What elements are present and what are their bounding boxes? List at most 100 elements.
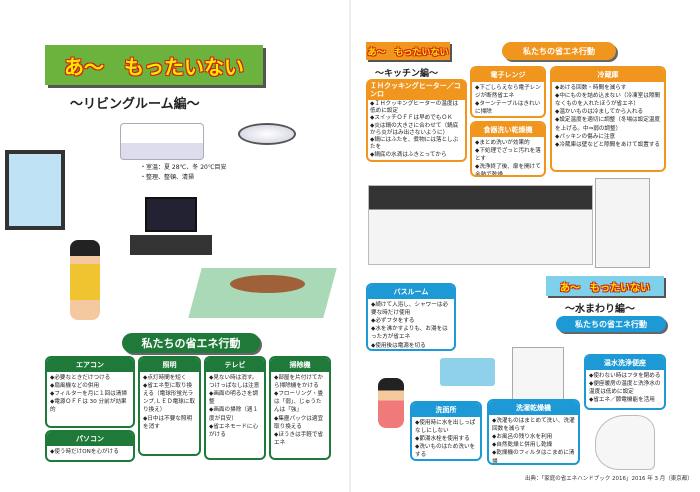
- water-banner: あ～ もったいない: [546, 276, 664, 296]
- water-action-title: 私たちの省エネ行動: [556, 316, 666, 332]
- tip: 炎は鍋の大きさに合わせて（鍋底から炎がはみ出さないように）: [370, 123, 463, 138]
- page-fold: [349, 0, 351, 492]
- kitchen-banner: あ～ もったいない: [366, 42, 450, 60]
- card-vacuum: 掃除機部屋を片付けてから掃除機をかけるフローリング・畳は「弱」、じゅうたんは「強…: [269, 356, 331, 460]
- living-notes: ・室温：夏 28℃、冬 20℃目安 ・整理、整頓、清掃: [140, 163, 227, 182]
- ceiling-light-illustration: [238, 123, 296, 145]
- citation: 出典：「家庭の省エネハンドブック 2016」2016 年 3 月（東京都）: [525, 476, 693, 482]
- bathtub-illustration: [440, 358, 495, 386]
- card-washer-dryer: 洗濯乾燥機洗濯ものはまとめて洗い、洗濯回数を減らすお風呂の残り水を利用自然乾燥と…: [487, 399, 580, 465]
- woman-vacuuming-illustration: [70, 240, 100, 320]
- card-refrigerator: 冷蔵庫あける回数・時間を減らす中にものを詰め込まない（冷凍室は隙間なくものを入れ…: [550, 66, 666, 172]
- tip: 日中は不要な照明を消す: [143, 415, 196, 431]
- card-title: 照明: [140, 358, 199, 372]
- tip: ほうきは手軽で省エネ: [274, 431, 326, 447]
- card-title: 食器洗い乾燥機: [472, 123, 544, 137]
- tip: 温かいものは冷ましてから入れる: [555, 108, 661, 116]
- tip: 使用時に水を出しっぱなしにしない: [415, 419, 477, 435]
- kitchen-counter-illustration: [368, 185, 593, 265]
- card-lighting: 照明点灯時間を短く省エネ型に取り換える（電球形蛍光ランプ,ＬＥＤ電球に取り換え）…: [138, 356, 201, 456]
- tip: 集塵パックは適宜取り換える: [274, 415, 326, 431]
- tv-stand-illustration: [130, 235, 212, 255]
- tip: 鍋にはふたを、煮物には落としぶたを: [370, 137, 463, 152]
- tip: 下処理でざっと汚れを落とす: [475, 147, 541, 163]
- tip: 必要なときだけつける: [50, 374, 130, 382]
- card-title: エアコン: [47, 358, 133, 372]
- window-illustration: [5, 150, 65, 230]
- living-action-title: 私たちの省エネ行動: [122, 333, 260, 353]
- card-pc: パソコン使う時だけONを心がける: [45, 430, 135, 462]
- tip: 水を沸かすよりも、お湯をはった方が省エネ: [371, 325, 451, 341]
- water-banner-text: あ～ もったいない: [560, 282, 650, 294]
- card-title: パソコン: [47, 432, 133, 446]
- kitchen-subtitle: ～キッチン編～: [375, 69, 439, 79]
- tip: 洗濯ものはまとめて洗い、洗濯回数を減らす: [492, 417, 575, 433]
- card-microwave: 電子レンジ下ごしらえなら電子レンジが断然省エネターンテーブルはきれいに掃除: [470, 66, 546, 118]
- card-washroom: 洗面所使用時に水を出しっぱなしにしない節湯水栓を使用する洗いものはため洗いをする: [410, 401, 482, 461]
- living-banner-text: あ～ もったいない: [64, 54, 244, 79]
- tip: ターンテーブルはきれいに掃除: [475, 100, 541, 116]
- tip: 使わない時はフタを閉める: [589, 372, 661, 380]
- tip: 必ずフタをする: [371, 317, 451, 325]
- living-note: ・室温：夏 28℃、冬 20℃目安: [140, 164, 227, 171]
- card-title: 電子レンジ: [472, 68, 544, 82]
- water-subtitle: ～水まわり編～: [565, 304, 635, 315]
- tip: まとめ洗いが効果的: [475, 139, 541, 147]
- card-title: 洗濯乾燥機: [489, 401, 578, 415]
- card-title: バスルーム: [368, 285, 454, 299]
- card-air-conditioner: エアコン必要なときだけつける扇風機などの併用フィルターを月に１回は清掃電源ＯＦＦ…: [45, 356, 135, 428]
- tip: フィルターを月に１回は清掃: [50, 390, 130, 398]
- toilet-illustration: [595, 415, 655, 470]
- tip: 鍋底の水滴はふきとってから: [370, 152, 463, 159]
- woman-washing-illustration: [378, 378, 404, 428]
- tv-illustration: [145, 197, 197, 232]
- living-note: ・整理、整頓、清掃: [140, 173, 195, 181]
- tip: 画面の掃除（週１度が目安）: [209, 406, 261, 422]
- tip: 扇風機などの併用: [50, 382, 130, 390]
- tip: フローリング・畳は「弱」、じゅうたんは「強」: [274, 390, 326, 414]
- tip: 見ない時は消す。つけっぱなしは注意: [209, 374, 261, 390]
- card-tv: テレビ見ない時は消す。つけっぱなしは注意画面の明るさを調整画面の掃除（週１度が目…: [204, 356, 266, 460]
- tip: 冷蔵庫は壁などと隙間をあけて設置する: [555, 141, 661, 149]
- card-title: ＩＨクッキングヒーター／コンロ: [368, 81, 465, 100]
- card-title: 洗面所: [412, 403, 480, 417]
- tip: 省エネ／節電機能を活用: [589, 396, 661, 404]
- card-bathroom: バスルーム続けて入浴し、シャワーは必要な時だけ使用必ずフタをする水を沸かすよりも…: [366, 283, 456, 351]
- card-title: 温水洗浄便座: [586, 356, 664, 370]
- tip: 便座暖房の温度と洗浄水の温度は低めに設定: [589, 380, 661, 396]
- tip: パッキンの傷みに注意: [555, 133, 661, 141]
- kitchen-action-title: 私たちの省エネ行動: [502, 42, 616, 60]
- air-conditioner-illustration: [120, 123, 204, 160]
- tip: 下ごしらえなら電子レンジが断然省エネ: [475, 84, 541, 100]
- kitchen-banner-text: あ～ もったいない: [367, 47, 449, 58]
- tip: 乾燥機のフィルタはこまめに清掃: [492, 449, 575, 463]
- washing-machine-illustration: [512, 347, 564, 402]
- tip: あける回数・時間を減らす: [555, 84, 661, 92]
- fridge-illustration: [595, 178, 650, 268]
- tip: 省エネモードに心がける: [209, 423, 261, 439]
- tip: 自然乾燥と併用し乾燥: [492, 441, 575, 449]
- tip: お風呂の残り水を利用: [492, 433, 575, 441]
- tip: 中にものを詰め込まない（冷凍室は隙間なくものを入れたほうが省エネ）: [555, 92, 661, 108]
- tip: 洗浄終了後、扉を開けて余熱で乾燥: [475, 163, 541, 175]
- card-title: 冷蔵庫: [552, 68, 664, 82]
- tip: 続けて入浴し、シャワーは必要な時だけ使用: [371, 301, 451, 317]
- tip: 使う時だけONを心がける: [50, 448, 130, 456]
- tip: ＩＨクッキングヒーターの温度は低めに設定: [370, 101, 463, 116]
- tip: 設定温度を適切に調整（冬場は設定温度を上げる。中⇒弱の調整）: [555, 116, 661, 132]
- card-ih-cooktop: ＩＨクッキングヒーター／コンロＩＨクッキングヒーターの温度は低めに設定スイッチＯ…: [366, 79, 467, 162]
- tip: 省エネ型に取り換える（電球形蛍光ランプ,ＬＥＤ電球に取り換え）: [143, 382, 196, 414]
- tip: 使用後は電源を切る: [371, 342, 451, 349]
- tip: 節湯水栓を使用する: [415, 435, 477, 443]
- tip: 洗いものはため洗いをする: [415, 443, 477, 459]
- tip: 点灯時間を短く: [143, 374, 196, 382]
- card-toilet-seat: 温水洗浄便座使わない時はフタを閉める便座暖房の温度と洗浄水の温度は低めに設定省エ…: [584, 354, 666, 410]
- living-banner: あ～ もったいない: [45, 45, 263, 85]
- tip: 部屋を片付けてから掃除機をかける: [274, 374, 326, 390]
- card-dishwasher: 食器洗い乾燥機まとめ洗いが効果的下処理でざっと汚れを落とす洗浄終了後、扉を開けて…: [470, 121, 546, 177]
- card-title: 掃除機: [271, 358, 329, 372]
- living-subtitle: ～リビングルーム編～: [70, 97, 200, 112]
- tip: スイッチＯＦＦは早めでもＯＫ: [370, 115, 463, 122]
- tip: 電源ＯＦＦは 30 分前が効果的: [50, 398, 130, 414]
- card-title: テレビ: [206, 358, 264, 372]
